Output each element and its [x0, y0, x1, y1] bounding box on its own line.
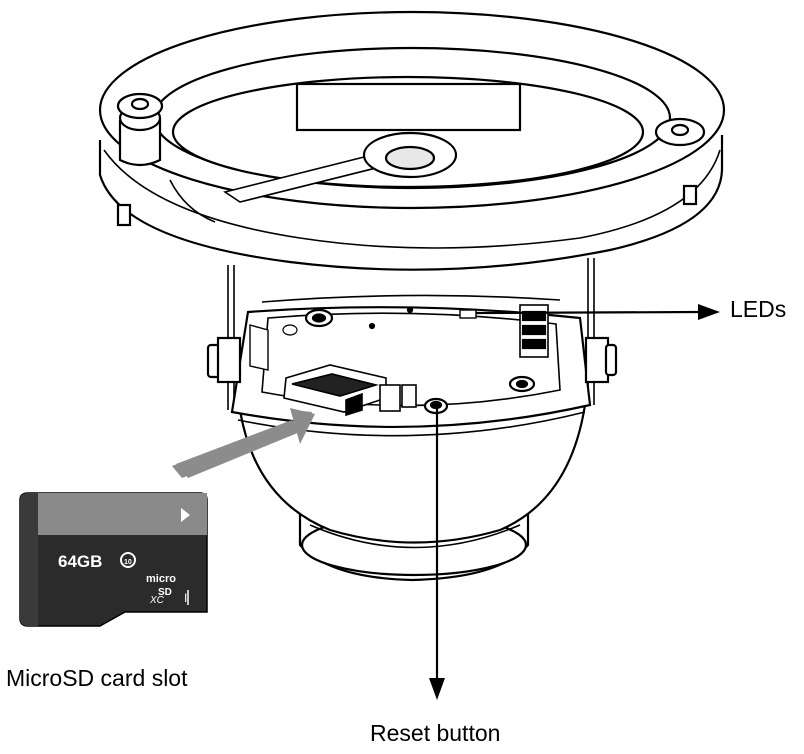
class-10-icon: [120, 552, 136, 568]
microsd-card: 64GB 10 micro SD XC I: [19, 492, 208, 627]
reset-callout-arrow: [429, 408, 445, 700]
card-speed: I: [184, 591, 187, 605]
card-format: XC: [149, 595, 165, 606]
leds-callout-arrow: [475, 304, 720, 320]
card-brand-bottom: SD: [158, 587, 172, 598]
reset-button-label: Reset button: [370, 720, 501, 746]
card-capacity: 64GB: [58, 552, 102, 571]
microsd-slot-label: MicroSD card slot: [6, 665, 188, 691]
card-class: 10: [124, 559, 132, 566]
mount-base: [98, 10, 726, 271]
leds-label: LEDs: [730, 296, 787, 322]
play-icon: [181, 508, 190, 522]
microsd-slot: [283, 364, 417, 417]
card-brand-top: micro: [146, 573, 176, 585]
